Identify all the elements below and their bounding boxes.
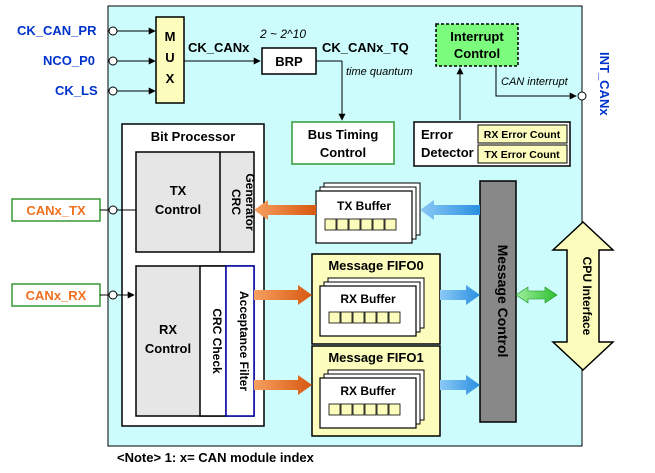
bit-processor-label: Bit Processor xyxy=(151,129,236,144)
signal-time-quantum: time quantum xyxy=(346,66,413,78)
cpu-interface-label: CPU Interface xyxy=(580,257,594,336)
rx-error-count-cell xyxy=(477,124,568,144)
fifo0-rx-buffer-cells xyxy=(328,311,401,324)
message-control-block xyxy=(479,180,517,423)
bus-timing-control-block xyxy=(291,121,395,165)
input-ck-ls-label: CK_LS xyxy=(55,83,98,98)
input-ck-can-pr-label: CK_CAN_PR xyxy=(17,23,97,38)
crc-generator-label-2: Generator xyxy=(243,173,257,231)
acceptance-filter-block xyxy=(225,265,255,417)
tx-buffer-label: TX Buffer xyxy=(337,199,391,213)
pin-canx-rx xyxy=(108,290,118,300)
tx-buffer-block xyxy=(315,190,413,244)
tx-control-block xyxy=(135,151,255,253)
pin-int-canx xyxy=(577,91,587,101)
orange-arrow-txbuf-to-crc xyxy=(254,200,316,220)
fifo1-rx-buffer-label: RX Buffer xyxy=(340,384,396,398)
rx-control-label-2: Control xyxy=(145,341,191,356)
interrupt-control-label-2: Control xyxy=(454,46,500,61)
tx-control-label-2: Control xyxy=(155,202,201,217)
brp-label: BRP xyxy=(275,54,303,69)
crc-check-label: CRC Check xyxy=(210,308,224,374)
orange-arrow-to-fifo0 xyxy=(254,285,312,305)
green-arrow-msgctl-cpu xyxy=(515,286,558,304)
fifo0-rx-buffer-block xyxy=(319,285,417,337)
signal-ck-canx: CK_CANx xyxy=(188,40,250,55)
orange-arrow-to-fifo1 xyxy=(254,375,312,395)
tx-buffer-cells xyxy=(324,218,397,231)
mux-letter-x: X xyxy=(166,71,175,86)
interrupt-control-block xyxy=(435,23,519,67)
rx-control-label-1: RX xyxy=(159,322,177,337)
bus-timing-label-1: Bus Timing xyxy=(308,127,379,142)
blue-arrow-to-txbuf xyxy=(420,200,480,220)
message-fifo0-label: Message FIFO0 xyxy=(328,258,423,273)
brp-range: 2 ~ 2^10 xyxy=(259,27,306,41)
message-fifo1-label: Message FIFO1 xyxy=(328,350,423,365)
fifo1-rx-buffer-block xyxy=(319,377,417,429)
mux-block xyxy=(155,16,185,104)
canx-rx-label: CANx_RX xyxy=(26,288,87,303)
tx-error-count-cell xyxy=(477,144,568,164)
cpu-interface-block xyxy=(551,220,615,372)
signal-ck-canx-tq: CK_CANx_TQ xyxy=(322,40,409,55)
signal-can-interrupt: CAN interrupt xyxy=(501,76,569,88)
mux-letter-m: M xyxy=(165,29,176,44)
error-detector-label-2: Detector xyxy=(421,145,474,160)
pin-canx-tx xyxy=(108,205,118,215)
pin-ck-can-pr xyxy=(108,26,118,36)
mux-letter-u: U xyxy=(165,50,174,65)
tx-error-count-label: TX Error Count xyxy=(484,149,560,161)
rx-error-count-label: RX Error Count xyxy=(484,129,561,141)
tx-control-label-1: TX xyxy=(170,183,187,198)
interrupt-control-label-1: Interrupt xyxy=(450,29,504,44)
crc-generator-label-1: CRC xyxy=(229,189,243,215)
output-int-canx-label: INT_CANx xyxy=(597,52,612,116)
brp-block xyxy=(261,47,317,75)
pin-nco-p0 xyxy=(108,56,118,66)
blue-arrow-fifo0-to-msgctl xyxy=(440,285,480,305)
input-nco-p0-label: NCO_P0 xyxy=(43,53,95,68)
acceptance-filter-label: Acceptance Filter xyxy=(237,291,251,391)
fifo1-rx-buffer-cells xyxy=(328,403,401,416)
pin-ck-ls xyxy=(108,86,118,96)
blue-arrow-fifo1-to-msgctl xyxy=(440,375,480,395)
message-control-label: Message Control xyxy=(495,245,511,358)
error-detector-label-1: Error xyxy=(421,127,453,142)
canx-tx-label: CANx_TX xyxy=(26,203,86,218)
footnote: <Note> 1: x= CAN module index xyxy=(117,450,315,465)
bus-timing-label-2: Control xyxy=(320,145,366,160)
fifo0-rx-buffer-label: RX Buffer xyxy=(340,292,396,306)
wire-interrupt-out xyxy=(495,66,577,100)
